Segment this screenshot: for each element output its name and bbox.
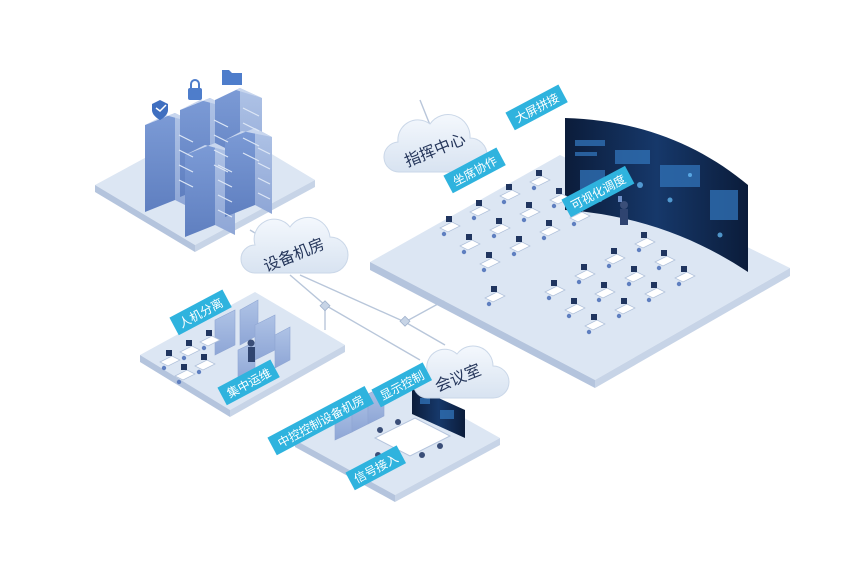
workstation-desk [674, 266, 696, 287]
shield-icon [152, 100, 168, 120]
workstation-desk [509, 236, 531, 257]
workstations-command-center [439, 170, 696, 335]
folder-icon [222, 70, 242, 85]
workstation-desk [624, 266, 646, 287]
workstation-desk [484, 286, 506, 307]
workstation-desk [634, 232, 656, 253]
workstation-desk [519, 202, 541, 223]
lock-icon [188, 79, 202, 100]
operator-figure [618, 196, 628, 225]
workstation-desk [574, 264, 596, 285]
tag-big-screen: 大屏拼接 [505, 84, 568, 131]
workstation-desk [529, 170, 551, 191]
workstation-desk [469, 200, 491, 221]
workstation-desk [439, 216, 461, 237]
workstation-desk [539, 220, 561, 241]
workstation-desk [614, 298, 636, 319]
workstation-desk [199, 330, 221, 351]
workstation-desk [174, 364, 196, 385]
workstation-desk [544, 280, 566, 301]
workstations-ops [159, 330, 221, 385]
server-rack-group [145, 88, 272, 237]
cloud-machine-room: 设备机房 [240, 217, 349, 276]
ops-server-racks [214, 299, 291, 381]
workstation-desk [584, 314, 606, 335]
workstation-desk [594, 282, 616, 303]
workstation-desk [604, 248, 626, 269]
workstation-desk [459, 234, 481, 255]
workstation-desk [564, 298, 586, 319]
workstation-desk [194, 354, 216, 375]
workstation-desk [549, 188, 571, 209]
workstation-desk [499, 184, 521, 205]
cloud-command-center: 指挥中心 [383, 114, 488, 173]
meeting-screen [412, 386, 465, 438]
connection-nodes [319, 300, 411, 327]
workstation-desk [179, 340, 201, 361]
server-rack [225, 128, 272, 217]
workstation-desk [654, 250, 676, 271]
cloud-meeting-room: 会议室 [413, 345, 510, 399]
technician-figure [247, 339, 255, 362]
workstation-desk [159, 350, 181, 371]
workstation-desk [489, 218, 511, 239]
workstation-desk [479, 252, 501, 273]
workstation-desk [644, 282, 666, 303]
